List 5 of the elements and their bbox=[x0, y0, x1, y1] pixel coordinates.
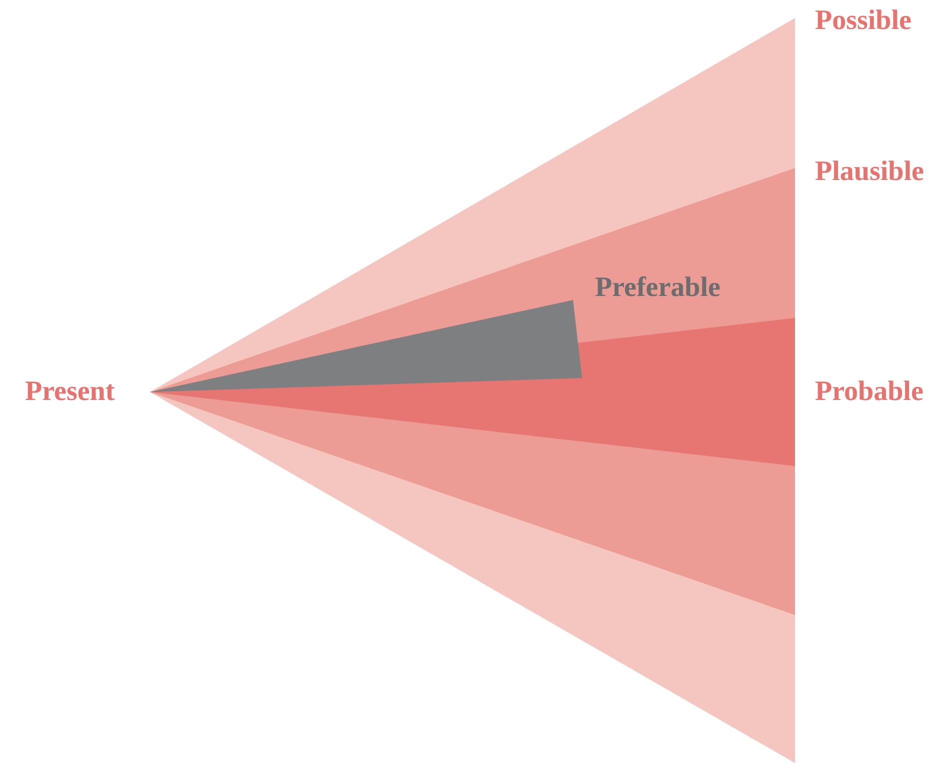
cone-label: Present bbox=[25, 376, 115, 408]
cone-label: Preferable bbox=[595, 272, 720, 304]
cone-label: Probable bbox=[815, 376, 924, 408]
cone-label: Plausible bbox=[815, 156, 924, 188]
cone-label: Possible bbox=[815, 5, 912, 37]
